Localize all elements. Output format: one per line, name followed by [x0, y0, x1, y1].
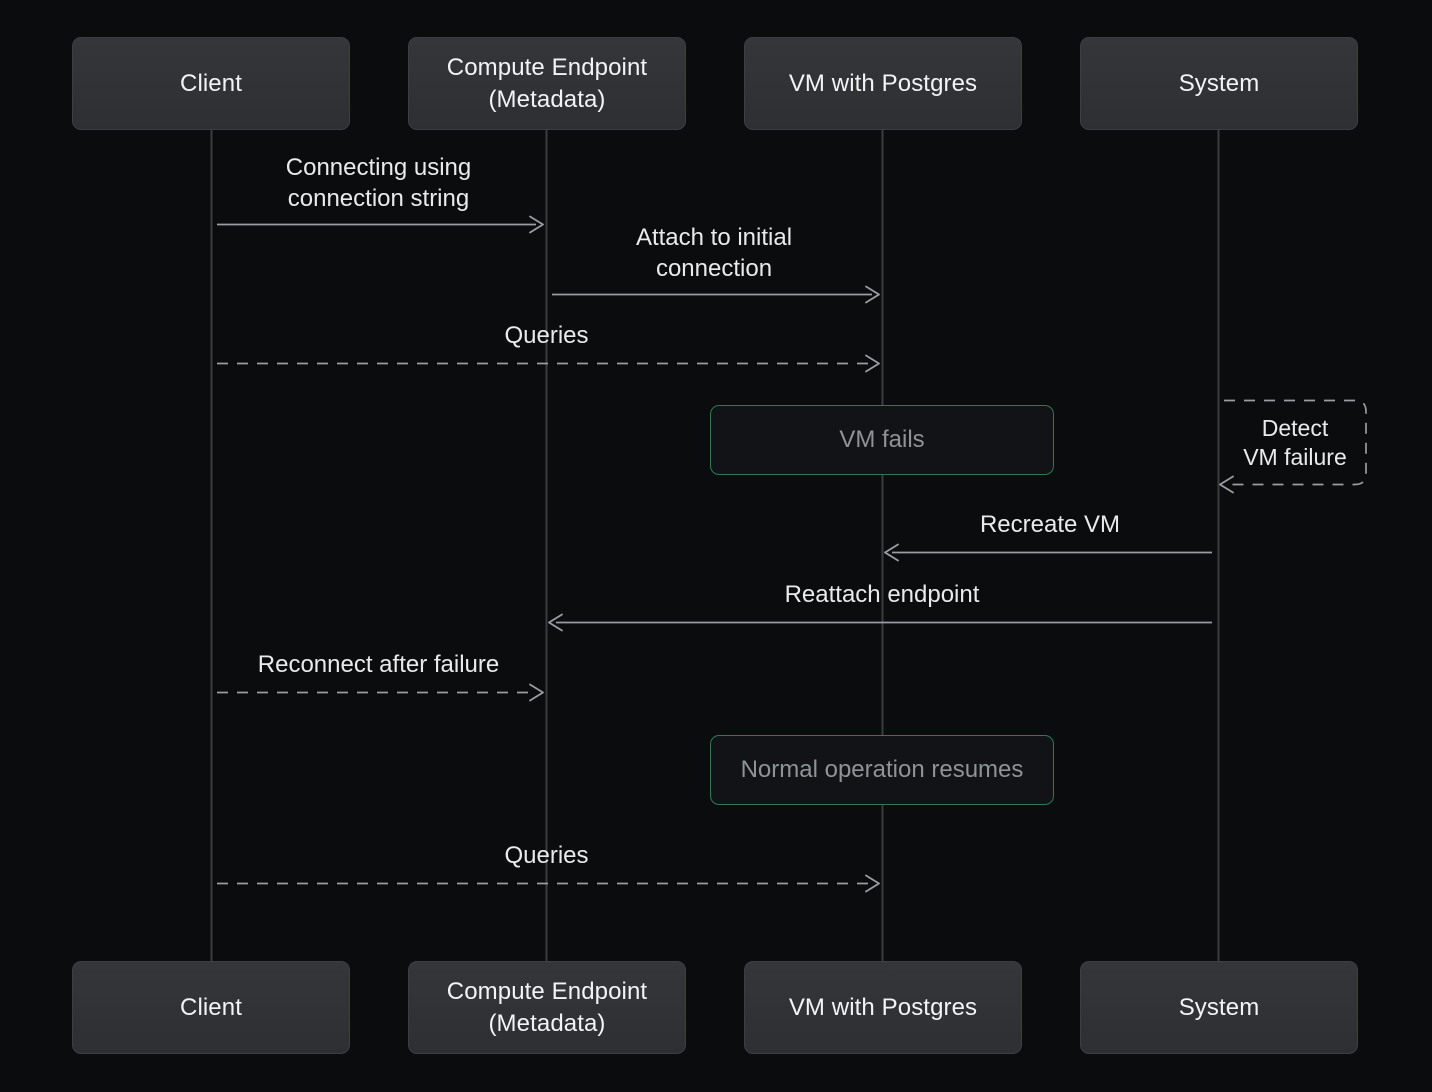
- actor-footer-system[interactable]: System: [1080, 961, 1358, 1054]
- actor-header-endpoint[interactable]: Compute Endpoint (Metadata): [408, 37, 686, 130]
- actor-label: VM with Postgres: [788, 69, 978, 97]
- actor-label: Compute Endpoint (Metadata): [446, 977, 648, 1037]
- actor-label: System: [1178, 69, 1260, 97]
- actor-label: System: [1178, 993, 1260, 1021]
- self-message-label-s1: Detect VM failure: [1243, 414, 1347, 470]
- note-label: Normal operation resumes: [740, 756, 1024, 784]
- self-loops-group: [1219, 399, 1367, 494]
- actor-footer-client[interactable]: Client: [72, 961, 350, 1054]
- actor-label: VM with Postgres: [788, 993, 978, 1021]
- actor-header-system[interactable]: System: [1080, 37, 1358, 130]
- note-n2: Normal operation resumes: [710, 735, 1054, 805]
- actor-label: Client: [180, 993, 242, 1021]
- lifelines-group: [210, 130, 1220, 961]
- actor-footer-vm[interactable]: VM with Postgres: [744, 961, 1022, 1054]
- actor-label: Compute Endpoint (Metadata): [446, 53, 648, 113]
- message-arrowhead-m6: [529, 683, 544, 702]
- message-arrowhead-m3: [865, 354, 880, 373]
- actor-footer-endpoint[interactable]: Compute Endpoint (Metadata): [408, 961, 686, 1054]
- message-arrowhead-m5: [548, 613, 563, 632]
- message-arrowhead-m4: [884, 543, 899, 562]
- note-label: VM fails: [839, 426, 925, 454]
- message-arrowhead-m7: [865, 874, 880, 893]
- message-arrowhead-m2: [865, 285, 880, 304]
- actor-header-client[interactable]: Client: [72, 37, 350, 130]
- actor-header-vm[interactable]: VM with Postgres: [744, 37, 1022, 130]
- message-arrowhead-m1: [529, 215, 544, 234]
- self-loop-arrowhead-s1: [1219, 475, 1234, 494]
- note-n1: VM fails: [710, 405, 1054, 475]
- self-loop-path-s1: [1224, 399, 1367, 486]
- actor-label: Client: [180, 69, 242, 97]
- arrows-group: [217, 215, 1212, 893]
